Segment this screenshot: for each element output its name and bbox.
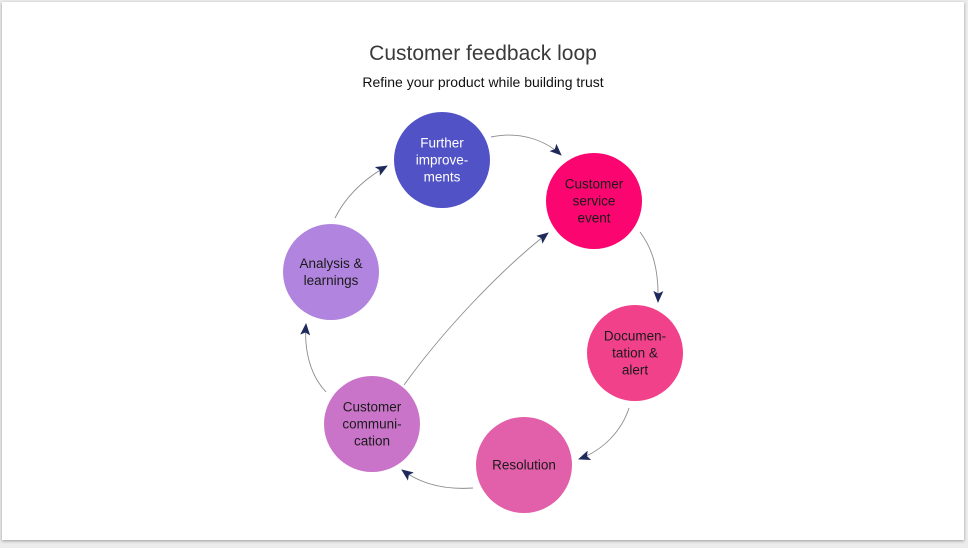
node-label-documentation-alert-line-2: alert: [622, 363, 649, 378]
node-circle-customer-service-event: [546, 153, 642, 249]
node-further-improvements: Further improve-ments: [394, 112, 490, 208]
connector-customer-service-event-to-documentation-alert: [639, 231, 664, 303]
connector-documentation-alert-to-resolution: [578, 407, 630, 460]
node-resolution: Resolution: [476, 417, 572, 513]
node-customer-service-event: Customer service event: [546, 153, 642, 249]
node-label-customer-service-event-line-1: service: [573, 194, 616, 209]
node-label-analysis-learnings-line-1: learnings: [304, 273, 359, 288]
node-label-further-improvements-line-0: Further: [420, 136, 464, 151]
node-label-customer-service-event-line-2: event: [577, 211, 610, 226]
node-analysis-learnings: Analysis & learnings: [283, 224, 379, 320]
node-circle-customer-communication: [324, 376, 420, 472]
node-circle-resolution: [476, 417, 572, 513]
node-customer-communication: Customer communi-cation: [324, 376, 420, 472]
node-label-customer-service-event-line-0: Customer: [565, 177, 624, 192]
diagram-title: Customer feedback loop: [369, 42, 597, 65]
connector-customer-communication-to-customer-service-event: [403, 232, 549, 386]
node-circle-further-improvements: [394, 112, 490, 208]
node-documentation-alert: Documen-tation & alert: [587, 305, 683, 401]
node-label-documentation-alert-line-0: Documen-: [604, 329, 666, 344]
connectors: [300, 134, 664, 489]
connector-customer-communication-to-analysis-learnings: [300, 323, 327, 393]
node-label-customer-communication-line-0: Customer: [343, 400, 402, 415]
node-label-customer-communication-line-2: cation: [354, 434, 390, 449]
node-label-further-improvements-line-2: ments: [424, 170, 461, 185]
node-circle-documentation-alert: [587, 305, 683, 401]
node-label-customer-communication-line-1: communi-: [342, 417, 401, 432]
connector-analysis-learnings-to-further-improvements: [334, 165, 388, 219]
diagram-subtitle: Refine your product while building trust: [362, 74, 604, 90]
node-label-resolution-line-0: Resolution: [492, 458, 556, 473]
node-circle-analysis-learnings: [283, 224, 379, 320]
connector-further-improvements-to-customer-service-event: [490, 134, 562, 156]
node-label-analysis-learnings-line-0: Analysis &: [299, 256, 362, 271]
connector-resolution-to-customer-communication: [401, 469, 474, 489]
node-label-further-improvements-line-1: improve-: [416, 153, 469, 168]
node-label-documentation-alert-line-1: tation &: [612, 346, 658, 361]
